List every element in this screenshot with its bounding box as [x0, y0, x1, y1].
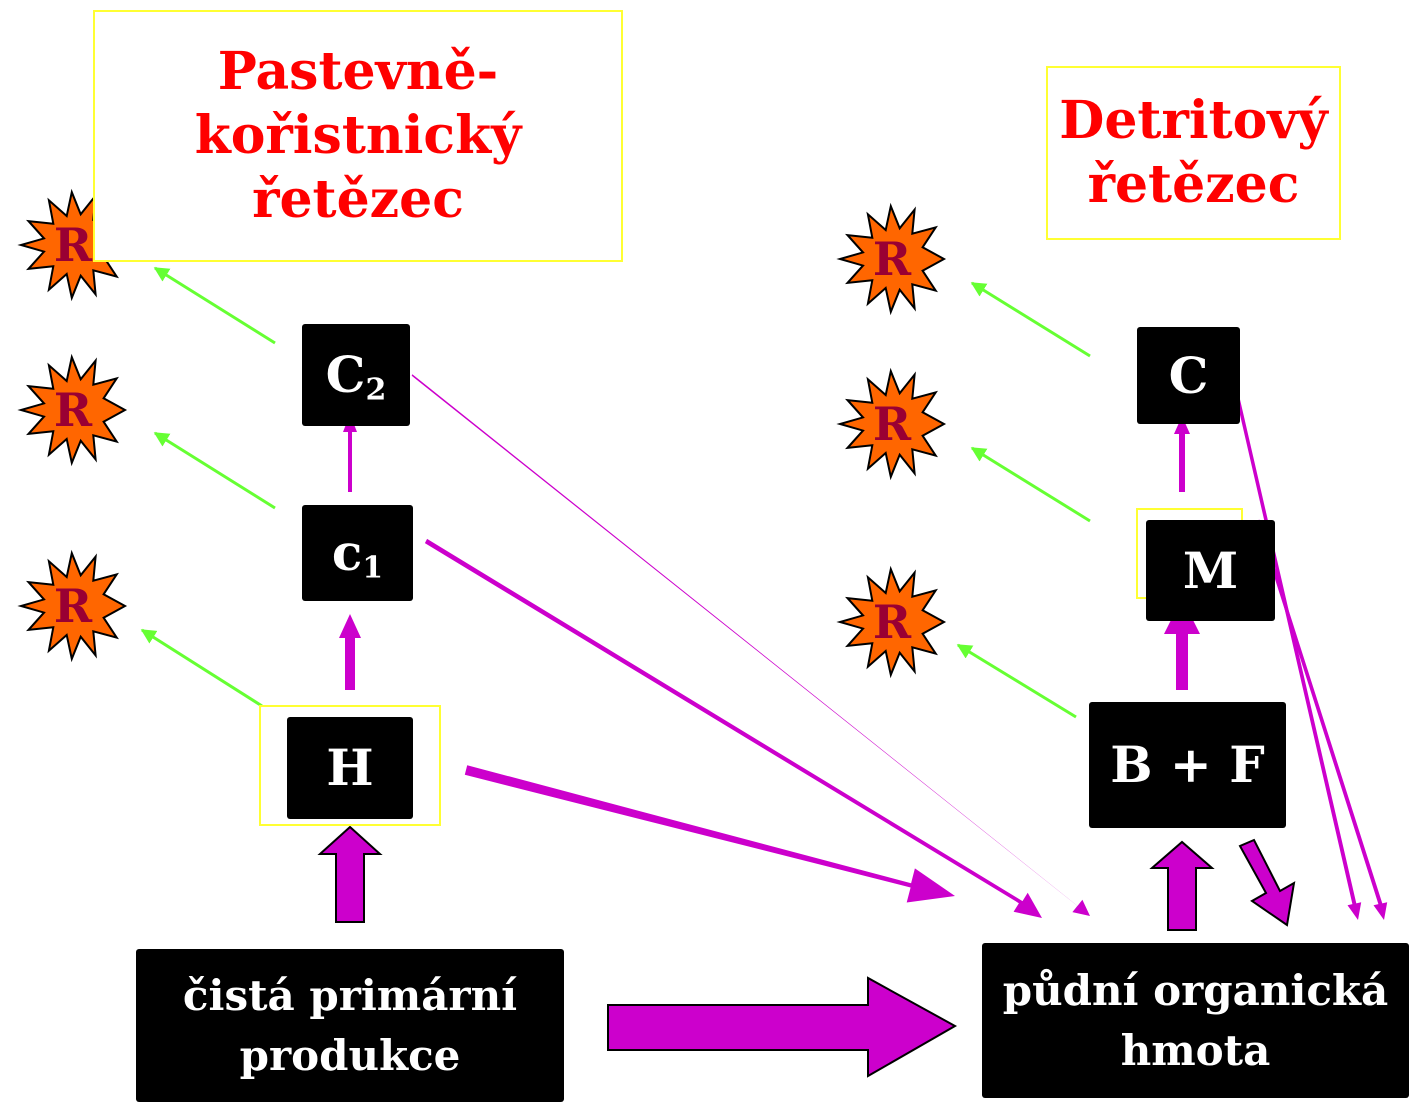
node-c-label: C	[1168, 345, 1209, 405]
pool-som-label: půdní organická hmota	[1002, 965, 1389, 1075]
respiration-label: R	[54, 218, 93, 272]
flow-arrow-m-to-som	[1256, 519, 1388, 920]
flow-arrow-bf-to-m	[1164, 598, 1200, 690]
node-c1-base: c	[331, 523, 363, 582]
respiration-arrow-bf	[956, 643, 1077, 719]
respiration-label: R	[54, 579, 93, 633]
respiration-label: R	[873, 397, 912, 451]
flow-arrow-m-to-c	[1174, 416, 1190, 492]
node-h: H	[287, 717, 413, 819]
node-c1-sub: 1	[362, 550, 384, 586]
respiration-burst-m: R	[836, 367, 947, 481]
title-detritus-chain-text: Detritový řetězec	[1059, 90, 1328, 215]
flow-arrow-h-to-c1	[339, 614, 361, 690]
flow-block-arrow-som-to-bf	[1149, 840, 1215, 931]
node-m-label: M	[1182, 540, 1239, 600]
respiration-arrow-m	[970, 446, 1091, 523]
flow-block-arrow-npp-to-h	[317, 825, 383, 923]
title-grazing-chain-text: Pastevně- kořistnický řetězec	[194, 41, 522, 230]
node-c: C	[1137, 327, 1240, 424]
respiration-label: R	[54, 383, 93, 437]
node-c2-sub: 2	[365, 372, 387, 408]
node-bf-label: B + F	[1110, 735, 1265, 794]
respiration-arrow-h	[140, 628, 263, 708]
flow-block-arrow-bf-to-som	[1238, 838, 1296, 927]
title-detritus-chain: Detritový řetězec	[1046, 66, 1341, 240]
flow-arrow-h-to-som	[464, 765, 955, 903]
node-h-label: H	[326, 738, 374, 797]
flow-block-arrow-npp-to-som	[607, 976, 958, 1078]
respiration-label: R	[873, 595, 912, 649]
respiration-arrow-c	[970, 281, 1091, 358]
node-c2-base: C	[325, 345, 366, 404]
respiration-burst-bf: R	[836, 565, 947, 679]
node-c1: c1	[302, 505, 413, 601]
respiration-arrow-c2	[153, 266, 276, 345]
respiration-burst-c: R	[836, 202, 947, 316]
pool-npp: čistá primární produkce	[136, 949, 564, 1102]
node-bf: B + F	[1089, 702, 1286, 828]
flow-arrow-c1-to-som	[424, 538, 1042, 918]
pool-npp-label: čistá primární produkce	[182, 970, 518, 1080]
respiration-burst-h: R	[17, 549, 128, 663]
respiration-label: R	[873, 232, 912, 286]
title-grazing-chain: Pastevně- kořistnický řetězec	[93, 10, 623, 262]
node-m: M	[1146, 520, 1275, 621]
pool-som: půdní organická hmota	[982, 943, 1409, 1098]
respiration-burst-c1: R	[17, 353, 128, 467]
node-c2: C2	[302, 324, 410, 426]
flow-arrow-c2-to-som	[411, 374, 1090, 916]
respiration-arrow-c1	[153, 431, 276, 510]
flow-arrow-c1-to-c2	[343, 414, 357, 492]
highlight-frame-h	[259, 705, 441, 826]
